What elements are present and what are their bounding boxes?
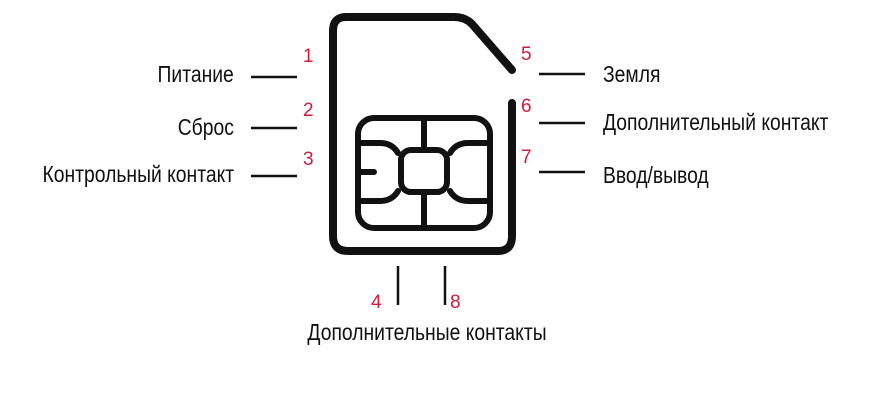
- pin-7-label: Ввод/вывод: [603, 162, 709, 188]
- pin-4-number: 4: [371, 292, 382, 313]
- pin-2-number: 2: [303, 100, 314, 121]
- leader-lines: [251, 72, 585, 305]
- bottom-contacts-label: Дополнительные контакты: [307, 319, 547, 345]
- sim-card-outline: [329, 13, 516, 255]
- pin-5-number: 5: [521, 44, 532, 65]
- chip-icon: [355, 115, 493, 231]
- pin-1-number: 1: [303, 46, 314, 67]
- pin-7-number: 7: [521, 147, 532, 168]
- pin-3-label: Контрольный контакт: [42, 161, 234, 187]
- pin-2-label: Сброс: [177, 114, 234, 140]
- pin-3-number: 3: [303, 149, 314, 170]
- pin-5-label: Земля: [603, 61, 661, 87]
- pin-6-number: 6: [521, 96, 532, 117]
- pin-1-label: Питание: [157, 61, 234, 87]
- pin-6-label: Дополнительный контакт: [603, 109, 829, 135]
- pin-8-number: 8: [450, 292, 461, 313]
